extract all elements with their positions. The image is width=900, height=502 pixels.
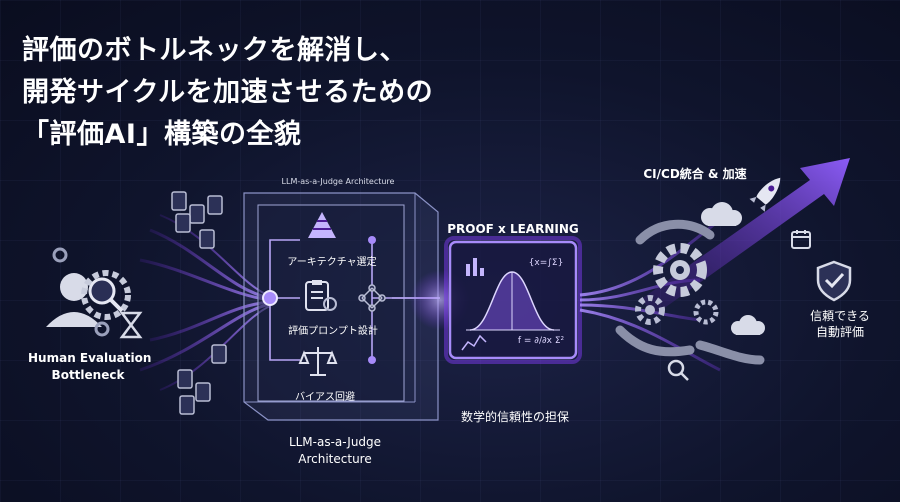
title-line-3: 「評価AI」構築の全貌 (22, 119, 302, 150)
title-line-2: 開発サイクルを加速させるための (22, 77, 434, 108)
architecture-bottom-label: LLM-as-a-Judge Architecture (255, 434, 415, 468)
proof-caption: 数学的信頼性の担保 (460, 410, 569, 424)
human-bottleneck-label: Human Evaluation Bottleneck (28, 350, 152, 384)
node (368, 236, 376, 244)
calendar-icon (791, 230, 811, 249)
gear-icon (635, 295, 665, 325)
architecture-bottom-label-line-2: Architecture (298, 452, 372, 466)
clipboard-icon (305, 280, 337, 311)
formula-label: f = ∂/∂x Σ² (517, 336, 565, 346)
growth-arrow (640, 158, 850, 314)
input-node (262, 290, 278, 306)
result-label: 信頼できる 自動評価 (795, 308, 885, 340)
human-bottleneck-icon (46, 247, 143, 339)
proof-panel (444, 236, 582, 364)
step-architecture-selection: アーキテクチャ選定 (287, 257, 377, 268)
rocket-icon (749, 177, 781, 212)
cloud-icon (731, 315, 765, 335)
shield-check-icon (816, 260, 852, 302)
architecture-top-label: LLM-as-a-Judge Architecture (281, 177, 395, 186)
node (368, 356, 376, 364)
human-bottleneck-label-line-1: Human Evaluation (28, 351, 152, 365)
cicd-label: CI/CD統合 & 加速 (643, 167, 747, 181)
title-line-1: 評価のボトルネックを解消し、 (22, 35, 407, 66)
cloud-icon (701, 202, 742, 226)
step-evaluation-prompt-design: 評価プロンプト設計 (288, 326, 378, 337)
network-icon (358, 284, 386, 312)
proof-title: PROOF x LEARNING (447, 222, 579, 236)
gear-icon (653, 243, 707, 297)
result-label-line-2: 自動評価 (815, 325, 864, 339)
pyramid-icon (308, 212, 336, 238)
architecture-box (243, 192, 439, 421)
magnifier-icon (667, 359, 689, 381)
human-bottleneck-label-line-2: Bottleneck (51, 368, 125, 382)
gear-icon (693, 299, 719, 325)
document-icons (171, 191, 227, 415)
formula-label: {x=∫Σ} (528, 258, 564, 268)
pipes (615, 219, 765, 365)
architecture-bottom-label-line-1: LLM-as-a-Judge (288, 435, 382, 449)
step-bias-avoidance: バイアス回避 (295, 392, 355, 403)
page-title: 評価のボトルネックを解消し、 開発サイクルを加速させるための 「評価AI」構築の… (22, 30, 433, 156)
result-label-line-1: 信頼できる (810, 309, 870, 323)
scale-icon (298, 347, 338, 376)
